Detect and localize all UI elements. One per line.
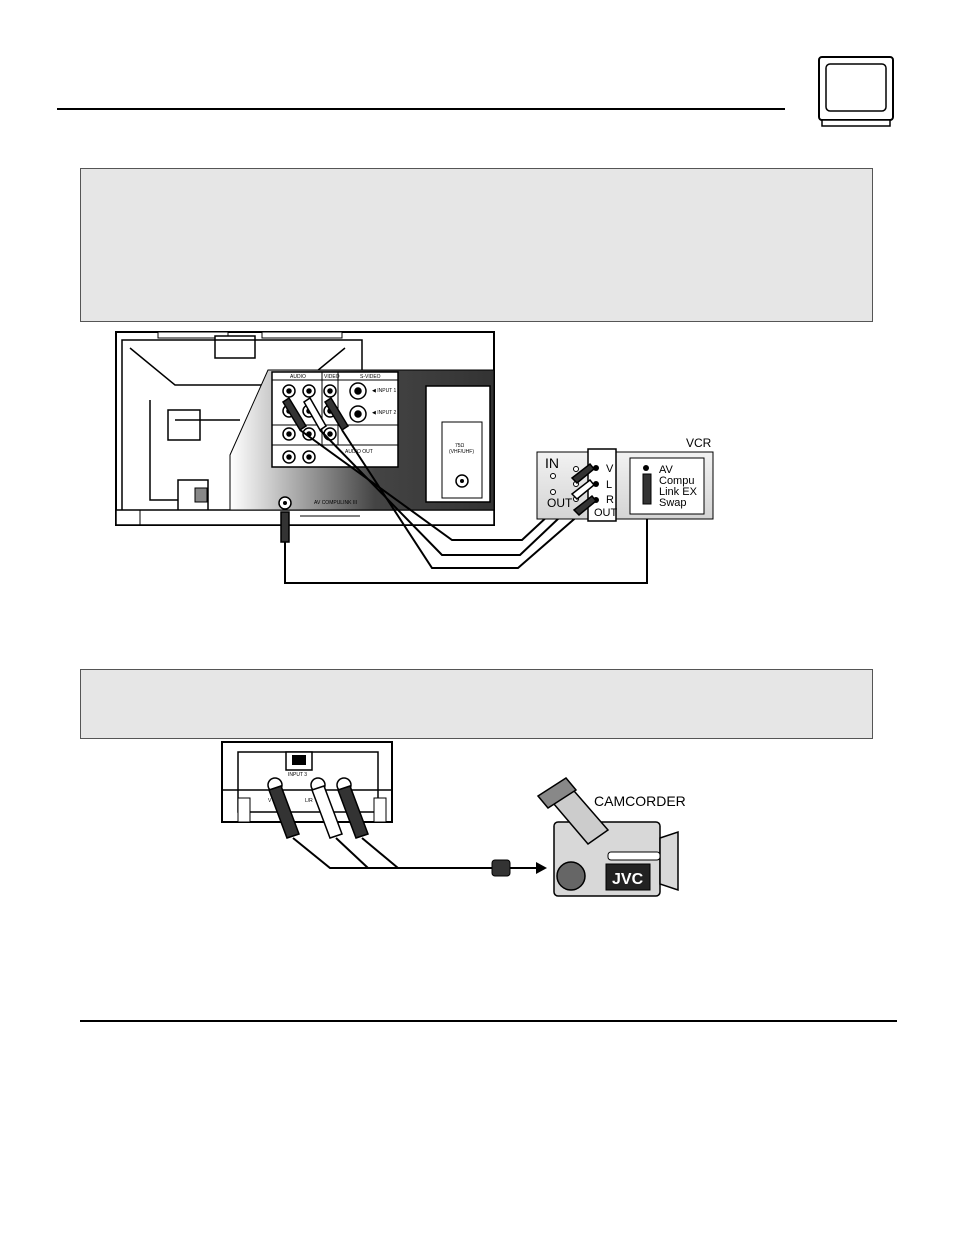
camcorder-icon: JVC — [536, 777, 679, 897]
instruction-box-1 — [80, 168, 873, 322]
compulink-line-1: AV — [659, 464, 674, 476]
compulink-line-4: Swap — [659, 497, 687, 509]
camcorder-cables — [292, 837, 492, 869]
vcr-jack-r: R — [606, 494, 614, 506]
header-rule — [57, 108, 785, 110]
compulink-line-2: Compu — [659, 475, 694, 487]
front-panel-label: INPUT 3 — [288, 772, 307, 778]
label-input1: ◀ INPUT 1 — [372, 388, 397, 394]
label-audio-out: AUDIO OUT — [345, 449, 373, 455]
compulink-line-3: Link EX — [659, 486, 698, 498]
label-ant: 75Ω — [455, 443, 465, 449]
vcr-jack-v: V — [606, 463, 614, 475]
front-panel-jack-v: V — [268, 798, 272, 804]
tv-plugs — [280, 396, 350, 543]
tv-rear-panel: AUDIO VIDEO S-VIDEO ◀ INPUT 1 ◀ INPUT 2 … — [115, 331, 495, 526]
vcr-title: VCR — [686, 436, 712, 450]
vcr-out-label-2: OUT — [594, 507, 618, 519]
camcorder-brand: JVC — [612, 871, 644, 888]
camcorder-plugs — [268, 785, 369, 839]
label-ant-vhf: (VHF/UHF) — [449, 449, 474, 455]
av-cables — [284, 429, 648, 584]
label-svideo: S-VIDEO — [360, 374, 381, 380]
camcorder-label: CAMCORDER — [594, 793, 686, 809]
label-av-compulink: AV COMPULINK III — [314, 500, 357, 506]
instruction-box-2 — [80, 669, 873, 739]
footer-rule — [80, 1020, 897, 1022]
front-panel: INPUT 3 V L/R — [221, 741, 393, 823]
label-video: VIDEO — [324, 374, 340, 380]
vcr-out-label: OUT — [547, 496, 573, 510]
vcr-in-label: IN — [545, 455, 559, 471]
vcr-plugs — [570, 462, 598, 517]
label-input2: ◀ INPUT 2 — [372, 410, 397, 416]
label-audio: AUDIO — [290, 374, 306, 380]
vcr-unit: VCR IN OUT V L R OUT AV Compu Link EX Sw… — [536, 436, 714, 522]
vcr-jack-l: L — [606, 479, 612, 491]
camcorder-connector — [491, 859, 547, 877]
front-panel-jack-lr: L/R — [305, 798, 313, 804]
